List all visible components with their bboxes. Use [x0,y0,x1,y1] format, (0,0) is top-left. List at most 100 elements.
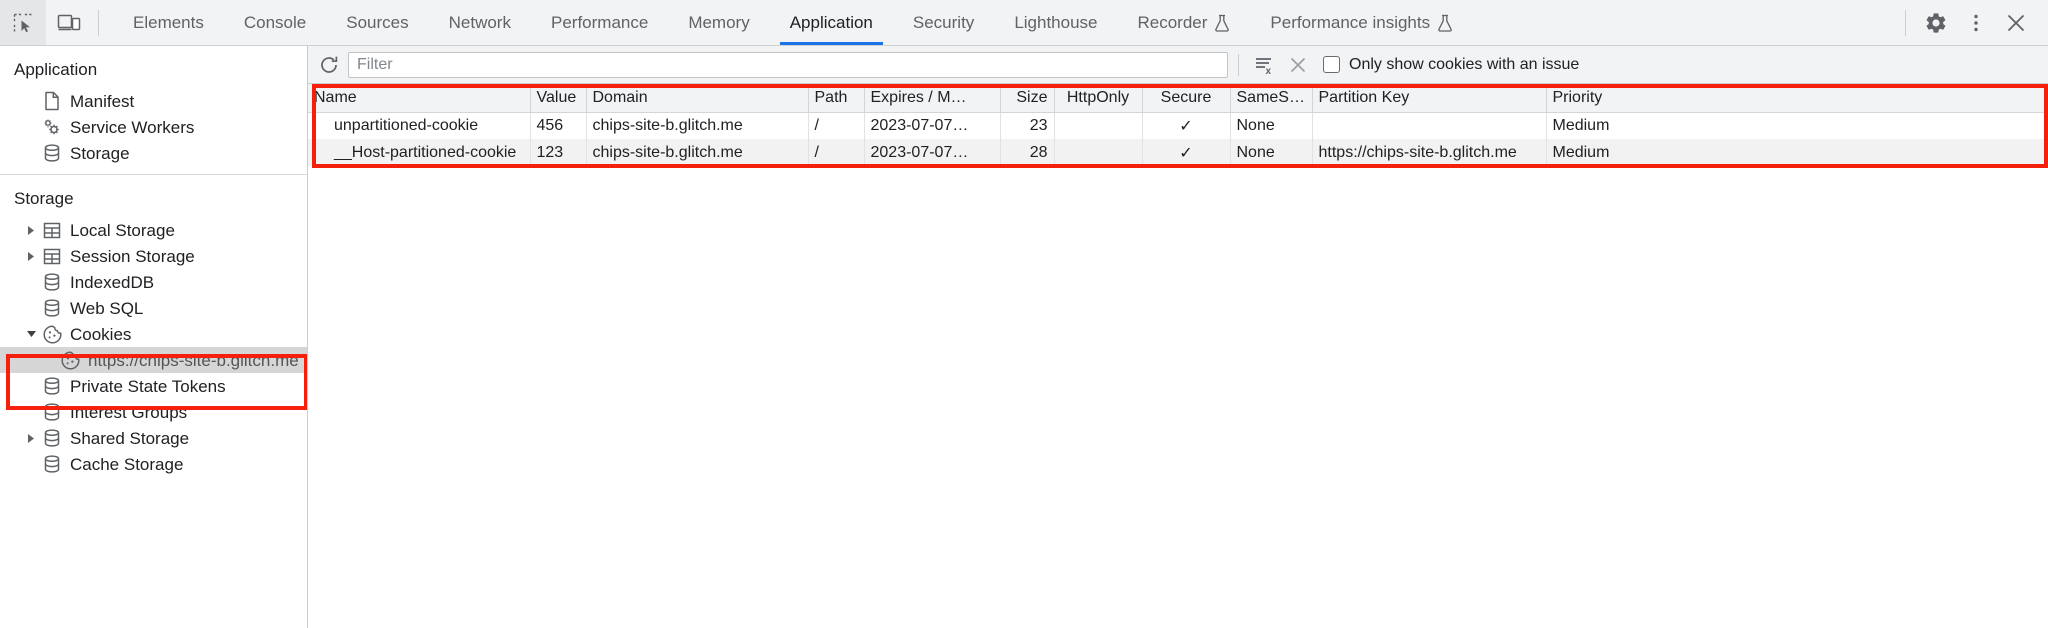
kebab-menu-icon[interactable] [1956,3,1996,43]
database-icon [40,454,64,474]
tab-console[interactable]: Console [224,0,326,45]
cell-priority: Medium [1546,112,2048,139]
search-input[interactable] [348,51,1228,78]
column-header-samesite[interactable]: SameSite [1230,84,1313,113]
tab-label: Elements [133,12,204,32]
table-icon [40,221,64,240]
clear-filter-icon[interactable]: x [1249,50,1279,80]
sidebar-item-service-workers[interactable]: Service Workers [0,114,307,140]
cell-secure: ✓ [1142,112,1231,139]
sidebar-item-shared-storage[interactable]: Shared Storage [0,425,307,451]
experiment-flask-icon [1214,14,1230,32]
cell-domain: chips-site-b.glitch.me [586,139,809,166]
cookie-icon [58,350,82,371]
sidebar-item-manifest[interactable]: Manifest [0,88,307,114]
tab-label: Sources [346,12,409,32]
tab-label: Recorder [1137,12,1208,32]
cell-name: __Host-partitioned-cookie [308,139,531,166]
devtools-main-toolbar: Elements Console Sources Network Performance… [0,0,2048,46]
tab-label: Performance [550,12,649,32]
panel-tabs: Elements Console Sources Network Performance… [113,0,1473,45]
device-toolbar-icon[interactable] [46,0,92,45]
chevron-right-icon[interactable] [22,433,40,444]
cell-path: / [808,139,865,166]
cell-domain: chips-site-b.glitch.me [586,112,809,139]
chevron-down-icon[interactable] [22,329,40,339]
database-icon [40,428,64,448]
tab-label: Security [912,12,975,32]
sidebar-item-web-sql[interactable]: Web SQL [0,295,307,321]
sidebar-item-label: https://chips-site-b.glitch.me [88,350,299,370]
chevron-right-icon[interactable] [22,225,40,236]
refresh-icon[interactable] [314,50,344,80]
sidebar-item-interest-groups[interactable]: Interest Groups [0,399,307,425]
database-icon [40,298,64,318]
column-header-httponly[interactable]: HttpOnly [1054,84,1143,113]
cell-httponly [1054,139,1143,166]
column-header-size[interactable]: Size [1000,84,1055,113]
column-header-partition-key[interactable]: Partition Key [1312,84,1547,113]
column-header-path[interactable]: Path [808,84,865,113]
checkbox-box[interactable] [1323,56,1340,73]
sidebar-item-label: Interest Groups [70,402,188,422]
tab-label: Performance insights [1270,12,1431,32]
tab-recorder[interactable]: Recorder [1118,0,1251,45]
tab-performance[interactable]: Performance [531,0,668,45]
cell-partition-key [1312,112,1547,139]
sidebar-item-session-storage[interactable]: Session Storage [0,243,307,269]
sidebar-item-storage[interactable]: Storage [0,140,307,166]
tab-lighthouse[interactable]: Lighthouse [994,0,1117,45]
tab-memory[interactable]: Memory [668,0,769,45]
sidebar-item-cookies[interactable]: Cookies [0,321,307,347]
close-icon[interactable] [1996,3,2036,43]
experiment-flask-icon [1437,14,1453,32]
filterbar-divider [1238,53,1239,76]
clear-all-x-icon[interactable] [1283,50,1313,80]
column-header-expires-m[interactable]: Expires / M… [864,84,1001,113]
sidebar-item-cache-storage[interactable]: Cache Storage [0,451,307,477]
column-header-secure[interactable]: Secure [1142,84,1231,113]
toolbar-divider [98,9,99,36]
cell-size: 23 [1000,112,1055,139]
sidebar-item-https-chips-site-b-glitch-me[interactable]: https://chips-site-b.glitch.me [0,347,307,373]
tab-elements[interactable]: Elements [113,0,224,45]
toolbar-right-divider [1905,9,1906,36]
tab-performance-insights[interactable]: Performance insights [1250,0,1473,45]
sidebar-item-local-storage[interactable]: Local Storage [0,217,307,243]
tab-label: Application [789,12,873,32]
cookies-panel: x Only show cookies with an issue [308,46,2048,628]
sidebar-item-label: Web SQL [70,298,144,318]
column-header-value[interactable]: Value [530,84,587,113]
column-header-priority[interactable]: Priority [1546,84,2048,113]
document-icon [40,91,64,111]
tab-sources[interactable]: Sources [326,0,428,45]
sidebar-item-indexeddb[interactable]: IndexedDB [0,269,307,295]
chevron-right-icon[interactable] [22,251,40,262]
svg-text:x: x [1266,66,1272,77]
tab-security[interactable]: Security [893,0,994,45]
tab-network[interactable]: Network [429,0,531,45]
database-icon [40,143,64,163]
sidebar-item-private-state-tokens[interactable]: Private State Tokens [0,373,307,399]
inspect-element-icon[interactable] [0,0,46,45]
only-show-issue-cookies-checkbox[interactable]: Only show cookies with an issue [1323,56,1579,74]
cell-size: 28 [1000,139,1055,166]
tab-application[interactable]: Application [770,0,893,45]
column-header-name[interactable]: Name [308,84,531,113]
cookie-icon [40,324,64,345]
cell-partition-key: https://chips-site-b.glitch.me [1312,139,1547,166]
column-header-domain[interactable]: Domain [586,84,809,113]
cell-name: unpartitioned-cookie [308,112,531,139]
tab-label: Memory [688,12,750,32]
gear-icon[interactable] [1916,3,1956,43]
